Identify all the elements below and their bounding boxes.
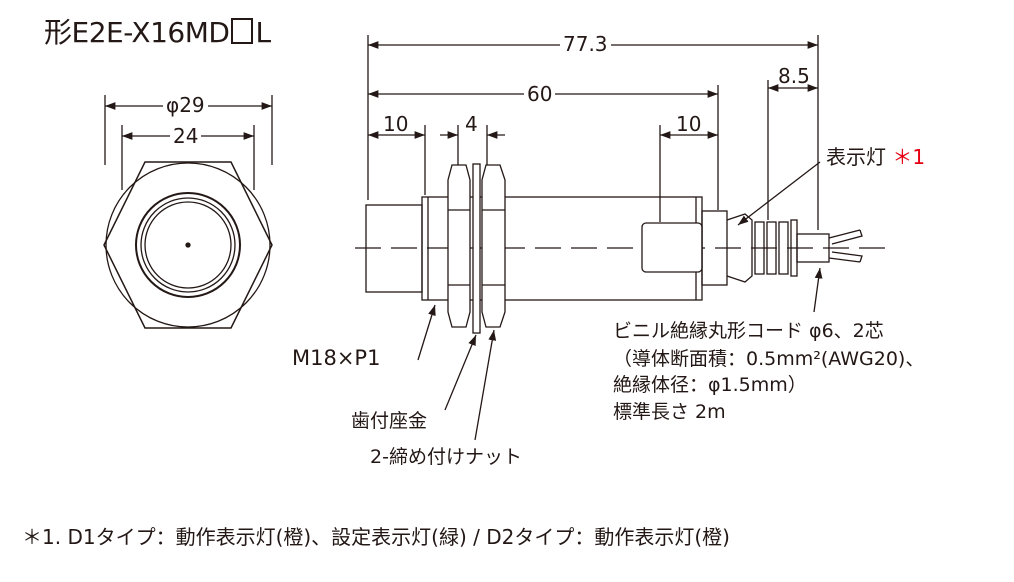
footnote: ＊1. D1タイプ：動作表示灯(橙)、設定表示灯(緑) / D2タイプ：動作表示… <box>22 525 730 549</box>
dim-across-flats: 24 <box>170 126 202 146</box>
cable-label-line3: 絶縁体径：φ1.5mm） <box>613 374 807 396</box>
cable-label-line1: ビニル絶縁丸形コード φ6、2芯 <box>613 320 884 342</box>
indicator-label: 表示灯 ＊1 <box>826 145 926 169</box>
washer-label: 歯付座金 <box>351 410 428 432</box>
dim-rear-extension: 8.5 <box>778 64 810 88</box>
thread-label: M18×P1 <box>292 346 381 370</box>
model-placeholder-box <box>231 18 254 44</box>
dim-rear-cap: 10 <box>676 112 702 136</box>
dim-outer-diameter: φ29 <box>163 95 208 115</box>
dim-nut-width: 4 <box>465 112 478 136</box>
dim-body-length: 60 <box>524 84 556 104</box>
nut-label: 2-締め付けナット <box>370 446 522 468</box>
cable-label-line4: 標準長さ 2m <box>613 401 726 423</box>
cable-label-line2: （導体断面積：0.5mm²(AWG20)、 <box>613 348 925 370</box>
side-view <box>355 35 890 441</box>
dim-front-cap: 10 <box>383 112 409 136</box>
dim-overall-length: 77.3 <box>560 34 611 54</box>
